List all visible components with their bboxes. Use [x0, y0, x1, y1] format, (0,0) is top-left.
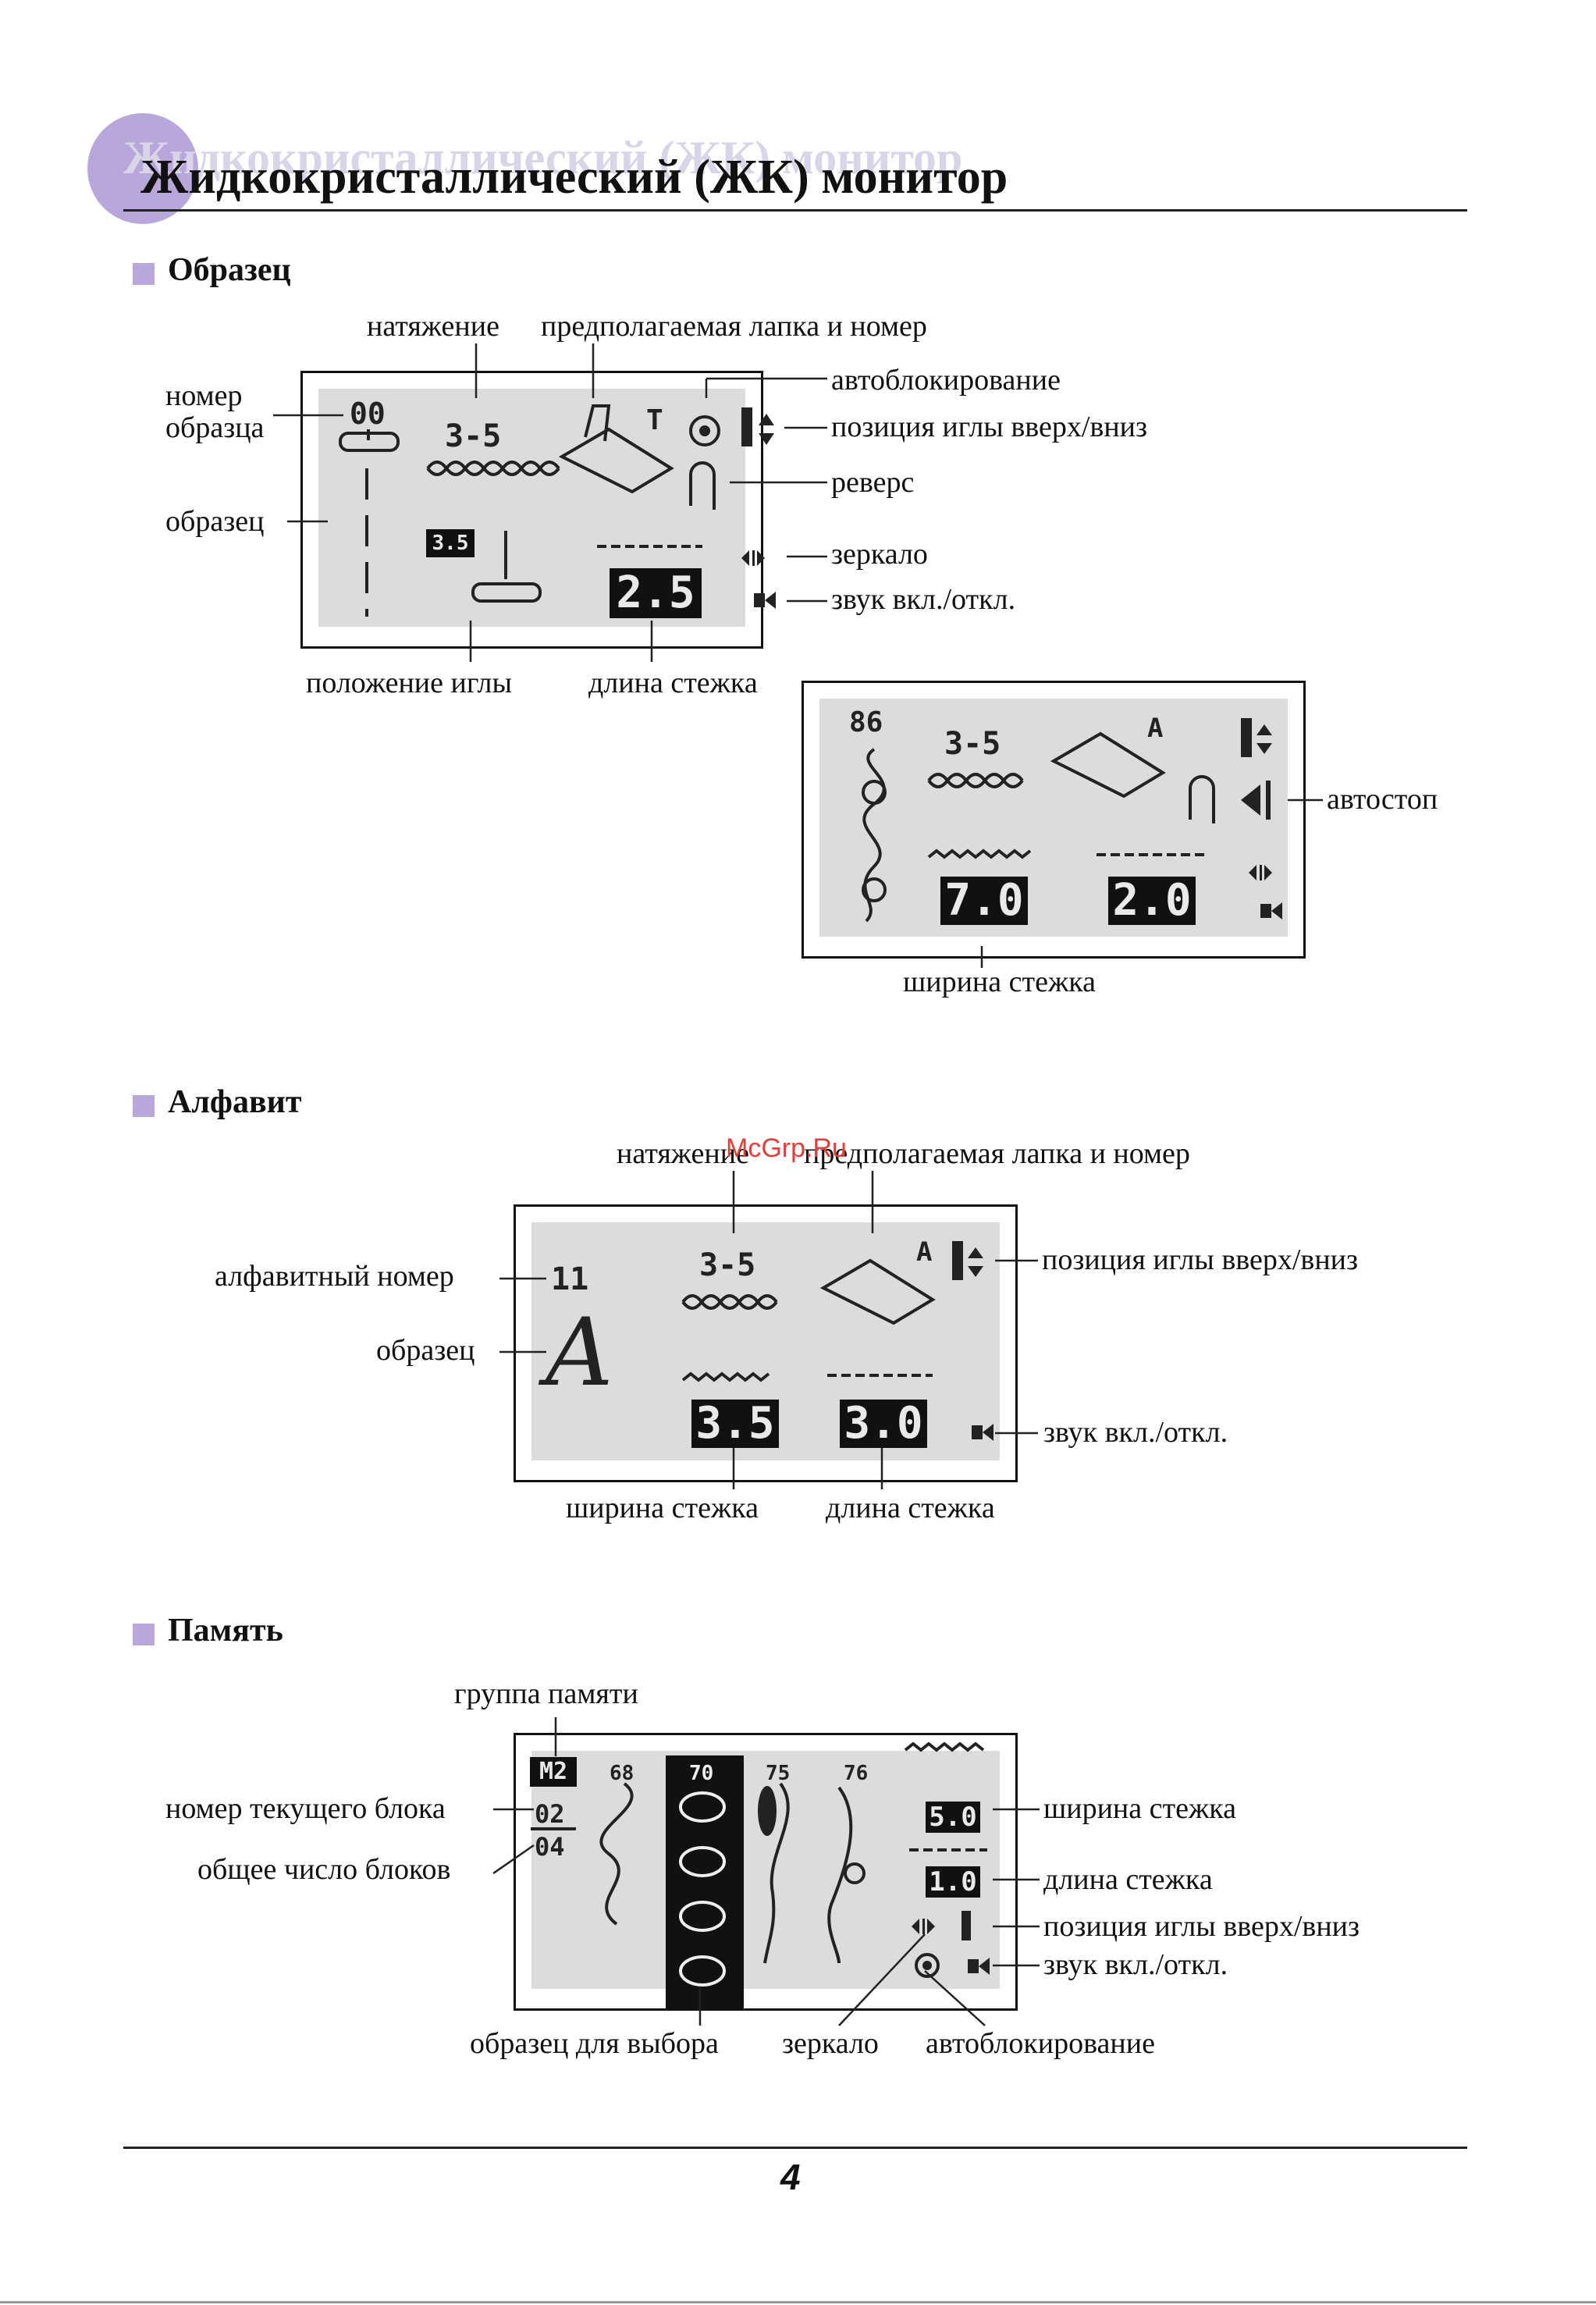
label-select-pattern: образец для выбора — [470, 2027, 719, 2060]
lcd-tension: 3-5 — [699, 1247, 756, 1283]
lcd-pattern-no: 76 — [844, 1762, 869, 1785]
label-needle-updown: позиция иглы вверх/вниз — [831, 411, 1148, 443]
label-pattern: образец — [165, 505, 265, 538]
label-stitch-width: ширина стежка — [566, 1492, 759, 1524]
title-divider — [123, 209, 1467, 212]
lcd-pattern-no: 68 — [610, 1762, 634, 1785]
lcd-memory: M2 02 04 68 70 75 76 5.0 1.0 — [514, 1733, 1018, 2011]
lcd-pattern-no: 75 — [766, 1762, 791, 1785]
label-autostop: автостоп — [1327, 783, 1438, 816]
label-stitch-length: длина стежка — [1043, 1863, 1213, 1896]
label-sound: звук вкл./откл. — [1043, 1948, 1228, 1981]
lcd-selected-column — [666, 1755, 744, 2009]
label-stitch-length: длина стежка — [588, 667, 758, 699]
lcd-foot-letter: T — [646, 404, 663, 436]
label-autolock: автоблокирование — [926, 2027, 1155, 2060]
lcd-alpha-number: 11 — [551, 1261, 589, 1297]
section-marker — [133, 1095, 155, 1117]
lcd-width-value: 3.5 — [691, 1400, 779, 1448]
lcd-length-value: 3.0 — [840, 1400, 927, 1448]
lcd-tension: 3-5 — [445, 418, 502, 454]
lcd2-width-value: 7.0 — [940, 877, 1028, 925]
section-heading-sample: Образец — [168, 252, 291, 288]
lcd-length-value: 2.5 — [610, 568, 702, 618]
label-current-block: номер текущего блока — [165, 1792, 446, 1825]
lcd2-pattern-number: 86 — [849, 706, 883, 738]
section-marker — [133, 263, 155, 285]
lcd-letter-pattern: A — [546, 1299, 613, 1407]
footer-divider — [123, 2147, 1467, 2149]
page-title: Жидкокристаллический (ЖК) монитор — [140, 151, 1008, 204]
label-memory-group: группа памяти — [454, 1677, 638, 1710]
section-marker — [133, 1624, 155, 1645]
lcd-current-block: 02 — [535, 1799, 565, 1829]
page-number: 4 — [780, 2157, 801, 2197]
lcd2-tension: 3-5 — [944, 726, 1001, 762]
label-pattern: образец — [376, 1334, 475, 1367]
label-needle-updown: позиция иглы вверх/вниз — [1042, 1243, 1359, 1276]
label-reverse: реверс — [831, 466, 915, 499]
label-stitch-width: ширина стежка — [903, 966, 1096, 998]
label-needle-updown: позиция иглы вверх/вниз — [1043, 1910, 1360, 1943]
lcd-width-value: 5.0 — [926, 1802, 980, 1833]
label-pattern-no-2: образца — [165, 411, 265, 444]
label-stitch-width: ширина стежка — [1043, 1792, 1236, 1825]
lcd2-foot-letter: A — [1147, 713, 1164, 744]
label-foot: предполагаемая лапка и номер — [804, 1137, 1190, 1170]
label-sound: звук вкл./откл. — [831, 583, 1016, 616]
bottom-edge-line — [0, 2301, 1596, 2303]
lcd-memory-group: M2 — [530, 1757, 577, 1787]
title-decor-circle — [87, 113, 198, 224]
section-heading-alphabet: Алфавит — [168, 1084, 302, 1120]
label-autolock: автоблокирование — [831, 364, 1061, 397]
label-pattern-no-1: номер — [165, 379, 243, 412]
lcd-length-value: 1.0 — [926, 1866, 980, 1898]
label-needle-position: положение иглы — [306, 667, 512, 699]
label-total-blocks: общее число блоков — [197, 1853, 451, 1886]
lcd-pattern-number: 00 — [350, 397, 386, 431]
label-mirror: зеркало — [782, 2027, 879, 2060]
lcd-total-blocks: 04 — [535, 1832, 565, 1862]
label-tension: натяжение — [617, 1137, 749, 1170]
lcd-pattern-no: 70 — [689, 1762, 714, 1785]
lcd-foot-letter: A — [916, 1236, 933, 1268]
lcd2-length-value: 2.0 — [1108, 877, 1196, 925]
watermark: McGrp.Ru — [726, 1133, 847, 1163]
lcd-alphabet: 11 3-5 A A 3.5 3.0 — [514, 1204, 1018, 1482]
label-mirror: зеркало — [831, 538, 928, 571]
label-sound: звук вкл./откл. — [1043, 1416, 1228, 1449]
label-stitch-length: длина стежка — [826, 1492, 995, 1524]
label-foot: предполагаемая лапка и номер — [541, 310, 927, 343]
lcd-needle-value: 3.5 — [426, 529, 475, 557]
section-heading-memory: Память — [168, 1613, 283, 1649]
label-alpha-number: алфавитный номер — [215, 1260, 454, 1293]
lcd-sample-2: 86 3-5 A 7.0 2.0 — [802, 681, 1306, 959]
label-tension: натяжение — [367, 310, 499, 343]
title-shadow: Жидкокристаллический (ЖК) монитор — [123, 132, 963, 183]
